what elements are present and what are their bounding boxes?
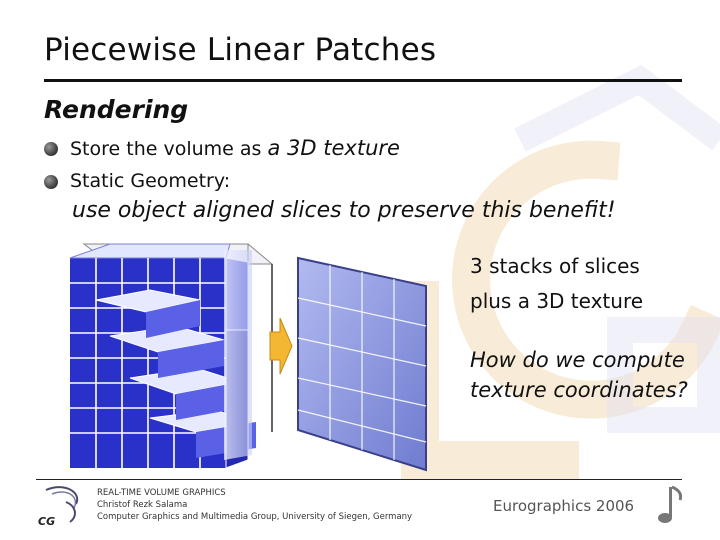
side-text-line1: 3 stacks of slices xyxy=(470,254,640,278)
footer-line3: Computer Graphics and Multimedia Group, … xyxy=(97,512,413,522)
bullet-text: Static Geometry: xyxy=(70,170,231,192)
section-heading: Rendering xyxy=(44,95,189,124)
voxel-cube xyxy=(69,243,257,469)
bullet-item: Store the volume as a 3D texture xyxy=(70,136,400,160)
footer-divider xyxy=(36,479,682,480)
footer-line1: REAL-TIME VOLUME GRAPHICS xyxy=(97,488,226,498)
logo-text: CG xyxy=(38,515,55,528)
title-divider xyxy=(44,79,682,82)
footer-line2: Christof Rezk Salama xyxy=(97,500,188,510)
texture-slice xyxy=(297,256,427,472)
conference-label: Eurographics 2006 xyxy=(493,497,635,515)
question-line2: texture coordinates? xyxy=(470,378,688,402)
bullet-item: Static Geometry: xyxy=(70,170,230,192)
right-arrow-icon xyxy=(269,317,293,375)
slide-title: Piecewise Linear Patches xyxy=(44,32,437,68)
sphere-bullet-icon xyxy=(44,175,58,189)
question-line1: How do we compute xyxy=(470,348,685,372)
sphere-bullet-icon xyxy=(44,142,58,156)
bullet-emphasis: a 3D texture xyxy=(267,136,400,160)
side-text-line2: plus a 3D texture xyxy=(470,289,644,313)
cg-logo-icon: CG xyxy=(38,486,79,528)
music-note-icon xyxy=(658,485,683,523)
benefit-line: use object aligned slices to preserve th… xyxy=(72,198,616,223)
bullet-text: Store the volume as xyxy=(70,138,268,160)
